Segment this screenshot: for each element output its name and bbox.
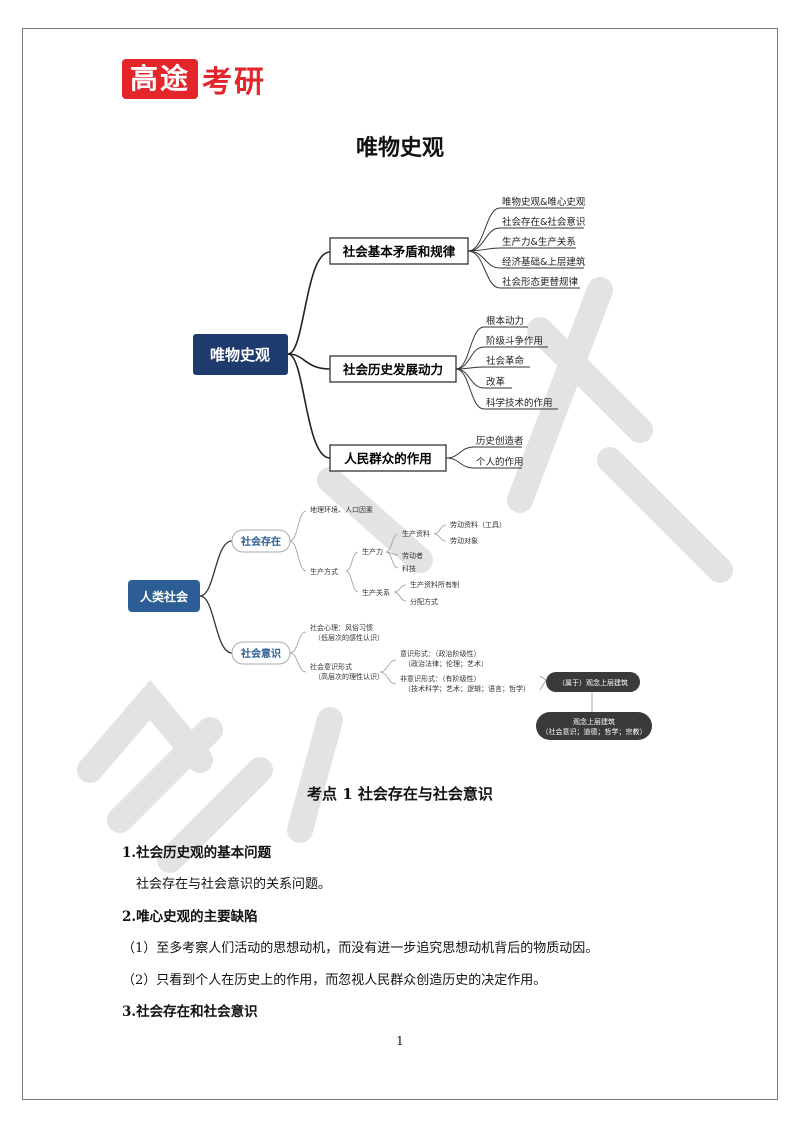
mm2-branch-1-label: 社会存在: [240, 535, 281, 548]
mm1-leaf-2-1: 根本动力: [486, 315, 524, 327]
paragraph-1: 社会存在与社会意识的关系问题。: [136, 877, 332, 892]
mm1-branch-3: [329, 444, 447, 472]
mm2-env: 地理环境、人口因素: [310, 505, 373, 514]
mm2-ideo-2: （高层次的理性认识）: [314, 672, 384, 681]
mm1-leaf-3-2: 个人的作用: [476, 456, 524, 468]
mm2-distribution: 分配方式: [410, 597, 438, 606]
mm2-force: 生产力: [362, 547, 383, 556]
mm1-branch-2-label: 社会历史发展动力: [342, 362, 443, 377]
heading-1: 1.社会历史观的基本问题: [122, 845, 272, 861]
logo-text: 考研: [202, 65, 267, 100]
mm1-leaf-1-1: 唯物史观&唯心史观: [502, 196, 586, 208]
mm2-note-2a: 观念上层建筑: [573, 717, 615, 726]
paragraph-3: （2）只看到个人在历史上的作用，而忽视人民群众创造历史的决定作用。: [122, 973, 547, 988]
mm1-leaf-2-4: 改革: [486, 376, 506, 388]
mm1-branch-1-label: 社会基本矛盾和规律: [342, 244, 456, 259]
mm2-relation: 生产关系: [362, 588, 390, 597]
mm2-form-1a: 意识形式：（政治阶级性）: [400, 649, 481, 658]
mm1-leaf-1-5: 社会形态更替规律: [502, 276, 579, 288]
mm2-psych-1: 社会心理：风俗习惯: [310, 623, 373, 632]
mm2-root-label: 人类社会: [140, 589, 189, 604]
mm1-leaf-1-2: 社会存在&社会意识: [502, 216, 585, 228]
mm2-note-1-label: （属于）观念上层建筑: [558, 678, 628, 687]
mindmap-historical-materialism: 唯物史观 社会基本矛盾和规律 唯物史观&唯心史观 社会存在&社会意识 生产力&生…: [193, 196, 586, 472]
paragraph-2: （1）至多考察人们活动的思想动机，而没有进一步追究思想动机背后的物质动因。: [122, 941, 599, 956]
section-title: 考点 1 社会存在与社会意识: [307, 785, 493, 803]
page-title: 唯物史观: [355, 136, 444, 161]
mm2-ownership: 生产资料所有制: [410, 580, 459, 589]
mm2-laborer: 劳动者: [402, 551, 423, 560]
mm1-branch-1: [329, 237, 469, 265]
mm2-form-2b: （技术科学；艺术；逻辑；语言；哲学）: [404, 684, 530, 693]
page-border: [22, 28, 778, 1100]
mm2-objects: 劳动对象: [450, 536, 478, 545]
mm2-means: 生产资料: [402, 529, 430, 538]
logo: 高途 考研: [122, 58, 266, 100]
mm2-branch-2-label: 社会意识: [240, 647, 281, 660]
mm1-leaf-2-5: 科学技术的作用: [486, 397, 553, 409]
mm2-psych-2: （低层次的感性认识）: [314, 633, 384, 642]
mm2-form-1b: （政治法律；伦理；艺术）: [404, 659, 488, 668]
mm2-note-2b: （社会意识；道德；哲学；宗教）: [542, 727, 647, 736]
mm1-leaf-2-3: 社会革命: [486, 355, 525, 367]
mm1-branch-3-label: 人民群众的作用: [344, 451, 432, 466]
mm1-leaf-3-1: 历史创造者: [476, 435, 524, 447]
mm2-form-2a: 非意识形式：（有阶级性）: [400, 674, 481, 683]
mindmap-human-society: 人类社会 社会存在 社会意识 地理环境、人口因素 生产方式 生产力 生产资料 劳…: [128, 505, 652, 740]
mm2-tools: 劳动资料（工具）: [450, 520, 506, 529]
mm1-root-node: [193, 334, 288, 375]
mm1-branch-2: [329, 355, 457, 383]
logo-box: 高途: [122, 59, 199, 99]
mm2-root-node: [128, 580, 200, 612]
heading-3: 3.社会存在和社会意识: [122, 1004, 258, 1020]
mm2-tech: 科技: [402, 564, 416, 573]
mm1-leaf-2-2: 阶级斗争作用: [486, 335, 543, 347]
mm2-ideo-1: 社会意识形式: [310, 662, 352, 671]
mm1-root-label: 唯物史观: [210, 346, 270, 364]
page-number: 1: [396, 1034, 404, 1048]
mm1-leaf-1-4: 经济基础&上层建筑: [502, 256, 586, 268]
mm1-leaf-1-3: 生产力&生产关系: [502, 236, 576, 248]
mm2-mode: 生产方式: [310, 567, 338, 576]
mm2-note-1: [546, 672, 640, 692]
heading-2: 2.唯心史观的主要缺陷: [122, 909, 258, 925]
mm2-note-2: [536, 712, 652, 740]
